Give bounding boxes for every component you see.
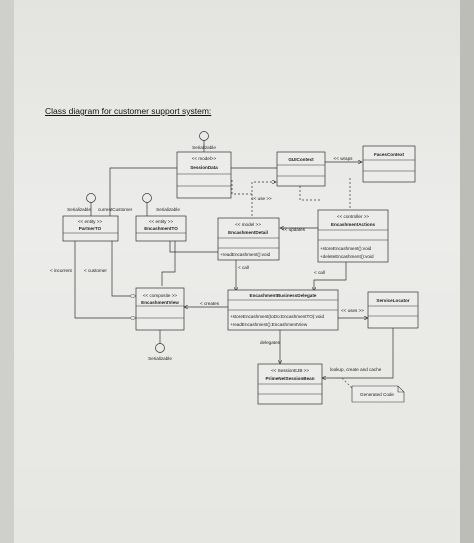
encashmentto-interface-label: Serializable xyxy=(156,207,180,212)
servicelocator-name: ServiceLocator xyxy=(376,298,409,303)
facescontext-name: FacesContext xyxy=(374,152,405,157)
interface-circle-partnerto xyxy=(86,193,96,203)
generated-code-label: Generated Code xyxy=(360,392,394,397)
call-label-actions: < call xyxy=(314,270,325,275)
businessdelegate-op-1: +readEncashment():EncashmentView xyxy=(230,322,308,327)
encashmentto-name: EncashmentTO xyxy=(144,226,178,231)
encashmentview-stereotype: << composite >> xyxy=(143,293,178,298)
page-edge xyxy=(460,0,474,543)
interface-circle-encashmentview xyxy=(155,343,165,353)
partnerto-interface-label: Serializable xyxy=(67,207,91,212)
paper-page xyxy=(14,0,460,543)
guicontext-name: GUIContext xyxy=(288,157,314,162)
sessionbean-stereotype: << SessionEJB >> xyxy=(271,368,309,373)
interface-circle-encashmentto xyxy=(142,193,152,203)
generated-code-note xyxy=(351,385,405,403)
class-box-encashmentto xyxy=(135,215,187,242)
sessiondata-interface-label: Serializable xyxy=(192,145,216,150)
class-box-partnerto xyxy=(62,215,119,242)
updates-label: << updates xyxy=(282,227,306,232)
class-box-encashmentview xyxy=(135,287,185,331)
sessionbean-name: PrimeNetSessionBean xyxy=(265,376,314,381)
encashmentview-interface-label: Serializable xyxy=(148,356,172,361)
encashmentactions-op-1: +deleteEncashment():void xyxy=(320,254,374,259)
class-box-encashmentactions xyxy=(317,209,389,263)
partnerto-stereotype: << entity >> xyxy=(78,219,103,224)
encashmentdetail-op-0: +readEncashment():void xyxy=(220,252,271,257)
class-box-guicontext xyxy=(276,151,326,187)
interface-circle-sessiondata xyxy=(199,131,209,141)
customer-label: < customer xyxy=(84,268,107,273)
class-box-servicelocator xyxy=(367,291,419,329)
encashmentdetail-stereotype: << model >> xyxy=(235,222,261,227)
wraps-label: << wraps xyxy=(334,156,354,161)
partnerto-name: PartnerTO xyxy=(79,226,102,231)
incurrent-label: < incurrent xyxy=(50,268,73,273)
call-label-detail: < call xyxy=(238,265,249,270)
uses-label: << uses >> xyxy=(341,308,364,313)
class-box-encashmentdetail xyxy=(217,217,280,261)
current-customer-label: currentCustomer xyxy=(98,207,133,212)
encashmentactions-name: EncashmentActions xyxy=(331,222,376,227)
encashmentactions-stereotype: << controller >> xyxy=(337,214,369,219)
class-box-sessiondata xyxy=(176,151,232,199)
encashmentactions-op-0: +storeEncashment():void xyxy=(320,246,372,251)
sessiondata-name: SessionData xyxy=(190,165,218,170)
encashmentview-name: EncashmentView xyxy=(141,300,179,305)
encashmentto-stereotype: << entity >> xyxy=(149,219,174,224)
creates-label: < creates xyxy=(200,301,220,306)
businessdelegate-name: EncashmentBusinessDelegate xyxy=(250,293,317,298)
class-box-facescontext xyxy=(362,145,416,183)
diagram-title: Class diagram for customer support syste… xyxy=(45,106,212,116)
use-label: << use >> xyxy=(251,196,272,201)
encashmentdetail-name: EncashmentDetail xyxy=(228,230,268,235)
lookup-label: lookup, create and cache xyxy=(330,367,382,372)
delegates-label: delegates xyxy=(260,340,281,345)
sessiondata-stereotype: << model>> xyxy=(192,156,217,161)
businessdelegate-op-0: +storeEncashment(toDo:EncashmentTO):void xyxy=(230,314,324,319)
